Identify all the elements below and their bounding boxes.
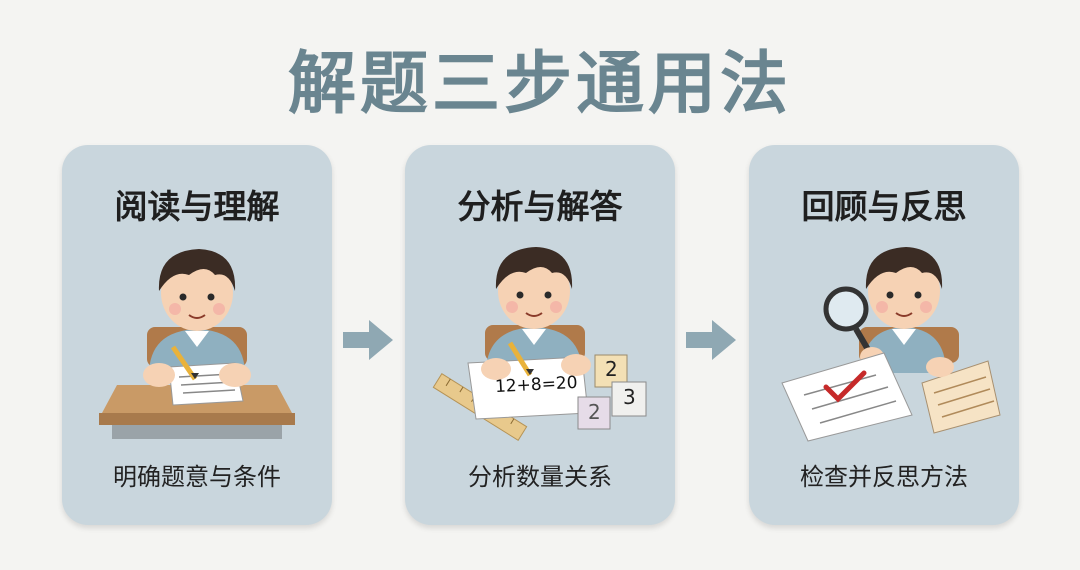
step-title-read: 阅读与理解 — [114, 187, 280, 226]
arrow-right-icon — [343, 320, 393, 360]
boy-writing-at-desk-icon — [99, 249, 295, 439]
boy-checking-with-magnifier-icon — [781, 247, 1001, 442]
boy-solving-with-blocks-icon — [432, 247, 647, 441]
step-card-analyze: 分析与解答 — [405, 145, 675, 525]
step-title-review: 回顾与反思 — [801, 187, 967, 226]
step-card-review: 回顾与反思 检查并反思方法 — [749, 145, 1019, 525]
number-block: 2 — [605, 357, 618, 381]
number-block: 3 — [623, 385, 636, 409]
step-caption-review: 检查并反思方法 — [800, 463, 968, 491]
page-title: 解题三步通用法 — [287, 45, 792, 124]
arrow-right-icon — [686, 320, 736, 360]
step-caption-analyze: 分析数量关系 — [468, 463, 612, 491]
step-title-analyze: 分析与解答 — [457, 187, 623, 226]
step-card-read: 阅读与理解 明确题意与条件 — [62, 145, 332, 525]
number-block: 2 — [588, 400, 601, 424]
step-caption-read: 明确题意与条件 — [113, 463, 281, 491]
